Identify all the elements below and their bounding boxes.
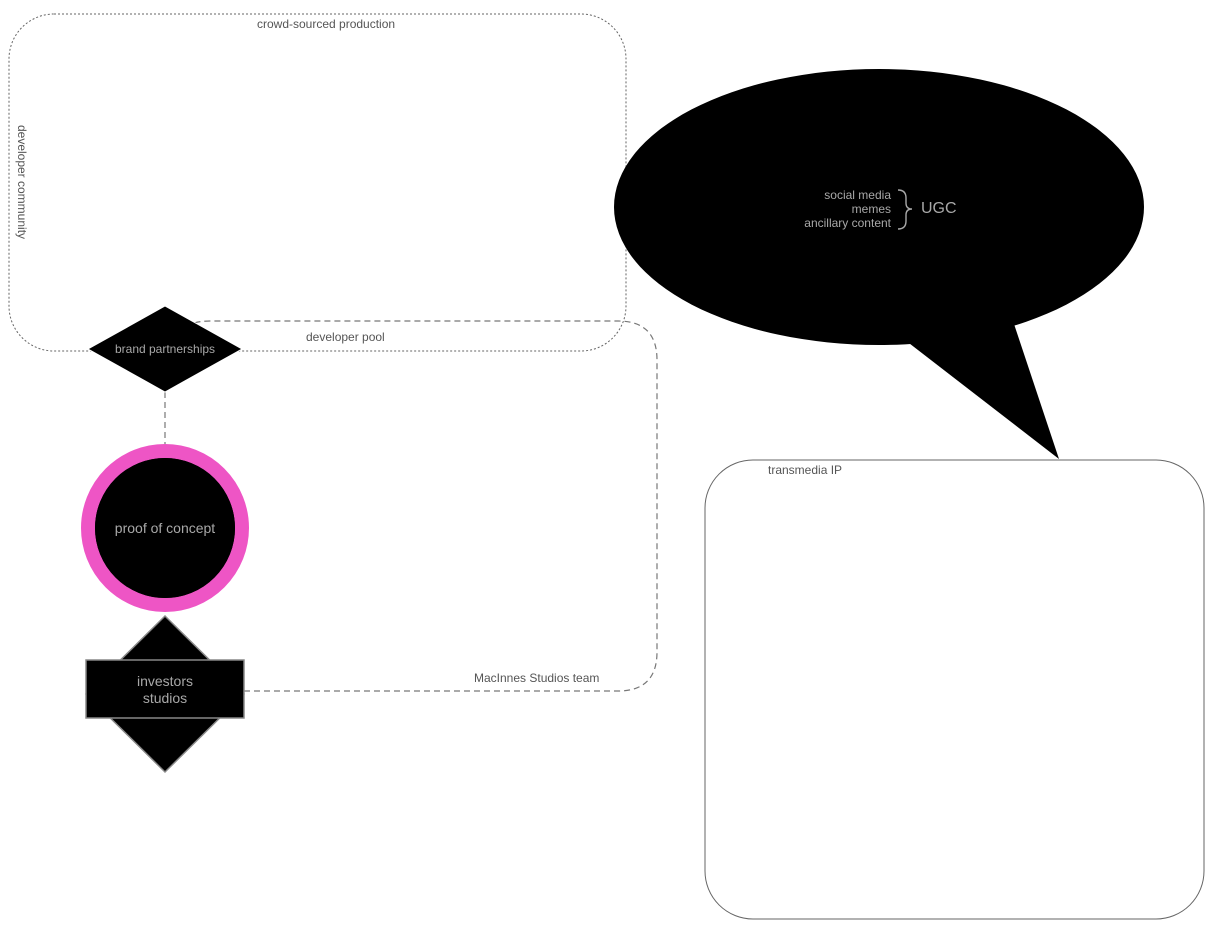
- proof-of-concept-label: proof of concept: [114, 520, 216, 536]
- investors-studios-label: investors studios: [137, 673, 193, 707]
- macinnes-studios-team-label: MacInnes Studios team: [474, 671, 600, 685]
- transmedia-ip-container[interactable]: [704, 459, 1205, 920]
- crowd-sourced-production-label: crowd-sourced production: [257, 17, 396, 31]
- investors-studios-node[interactable]: [85, 659, 245, 719]
- ugc-item-social-media: social media: [824, 188, 891, 202]
- ugc-brace-icon: [897, 189, 913, 230]
- brand-partnerships-node[interactable]: [86, 305, 244, 393]
- studios-line: studios: [142, 690, 188, 706]
- ugc-speech-bubble[interactable]: [614, 69, 1144, 459]
- ugc-item-ancillary-content: ancillary content: [804, 216, 891, 230]
- ugc-label: UGC: [921, 200, 957, 217]
- developer-community-label: developer community: [15, 124, 29, 240]
- crowd-sourced-production-container[interactable]: [8, 13, 627, 352]
- proof-of-concept-node[interactable]: [95, 458, 235, 598]
- ugc-item-memes: memes: [851, 202, 891, 216]
- investors-line: investors: [136, 673, 194, 689]
- transmedia-ip-label: transmedia IP: [768, 463, 843, 477]
- developer-pool-label: developer pool: [306, 330, 385, 344]
- developer-pool-container[interactable]: [179, 320, 658, 692]
- brand-partnerships-label: brand partnerships: [114, 342, 216, 356]
- ugc-item-list: social media memes ancillary content: [772, 188, 891, 230]
